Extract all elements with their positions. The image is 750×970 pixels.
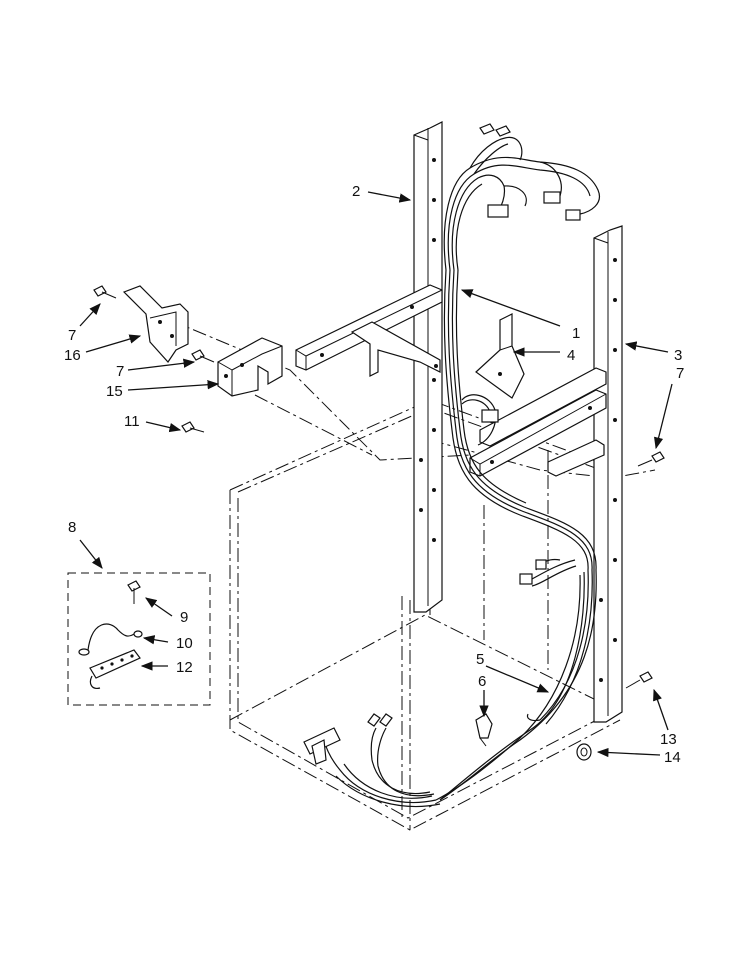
callout-1: 1	[572, 325, 580, 342]
callout-5: 5	[476, 651, 484, 668]
wire-bracket-part-4	[475, 313, 525, 399]
mounting-bracket-part-16	[122, 285, 189, 363]
callout-15: 15	[106, 383, 123, 400]
callout-9: 9	[180, 609, 188, 626]
callout-10: 10	[176, 635, 193, 652]
callout-16: 16	[64, 347, 81, 364]
right-upright-rail	[593, 225, 623, 723]
screw-icons	[93, 285, 665, 761]
callout-8: 8	[68, 519, 76, 536]
left-upright-rail	[413, 121, 443, 613]
callout-6: 6	[478, 673, 486, 690]
callout-arrows	[79, 191, 673, 758]
main-wire-harness	[303, 123, 600, 808]
callout-11: 11	[124, 413, 140, 430]
callout-12: 12	[176, 659, 193, 676]
callout-2: 2	[352, 183, 360, 200]
callout-7-right: 7	[676, 365, 684, 382]
left-cross-arm	[295, 284, 443, 377]
callout-13: 13	[660, 731, 677, 748]
callout-7-mid-left: 7	[116, 363, 124, 380]
callout-labels: 1 2 3 4 5 6 7 7 7 8 9 10 11 12 13 14 15 …	[64, 183, 684, 766]
callout-14: 14	[664, 749, 681, 766]
callout-3: 3	[674, 347, 682, 364]
ground-kit-box	[67, 572, 211, 706]
callout-4: 4	[567, 347, 575, 364]
right-cross-arm	[469, 367, 607, 477]
callout-7-top-left: 7	[68, 327, 76, 344]
mounting-bracket-part-15	[217, 337, 283, 397]
